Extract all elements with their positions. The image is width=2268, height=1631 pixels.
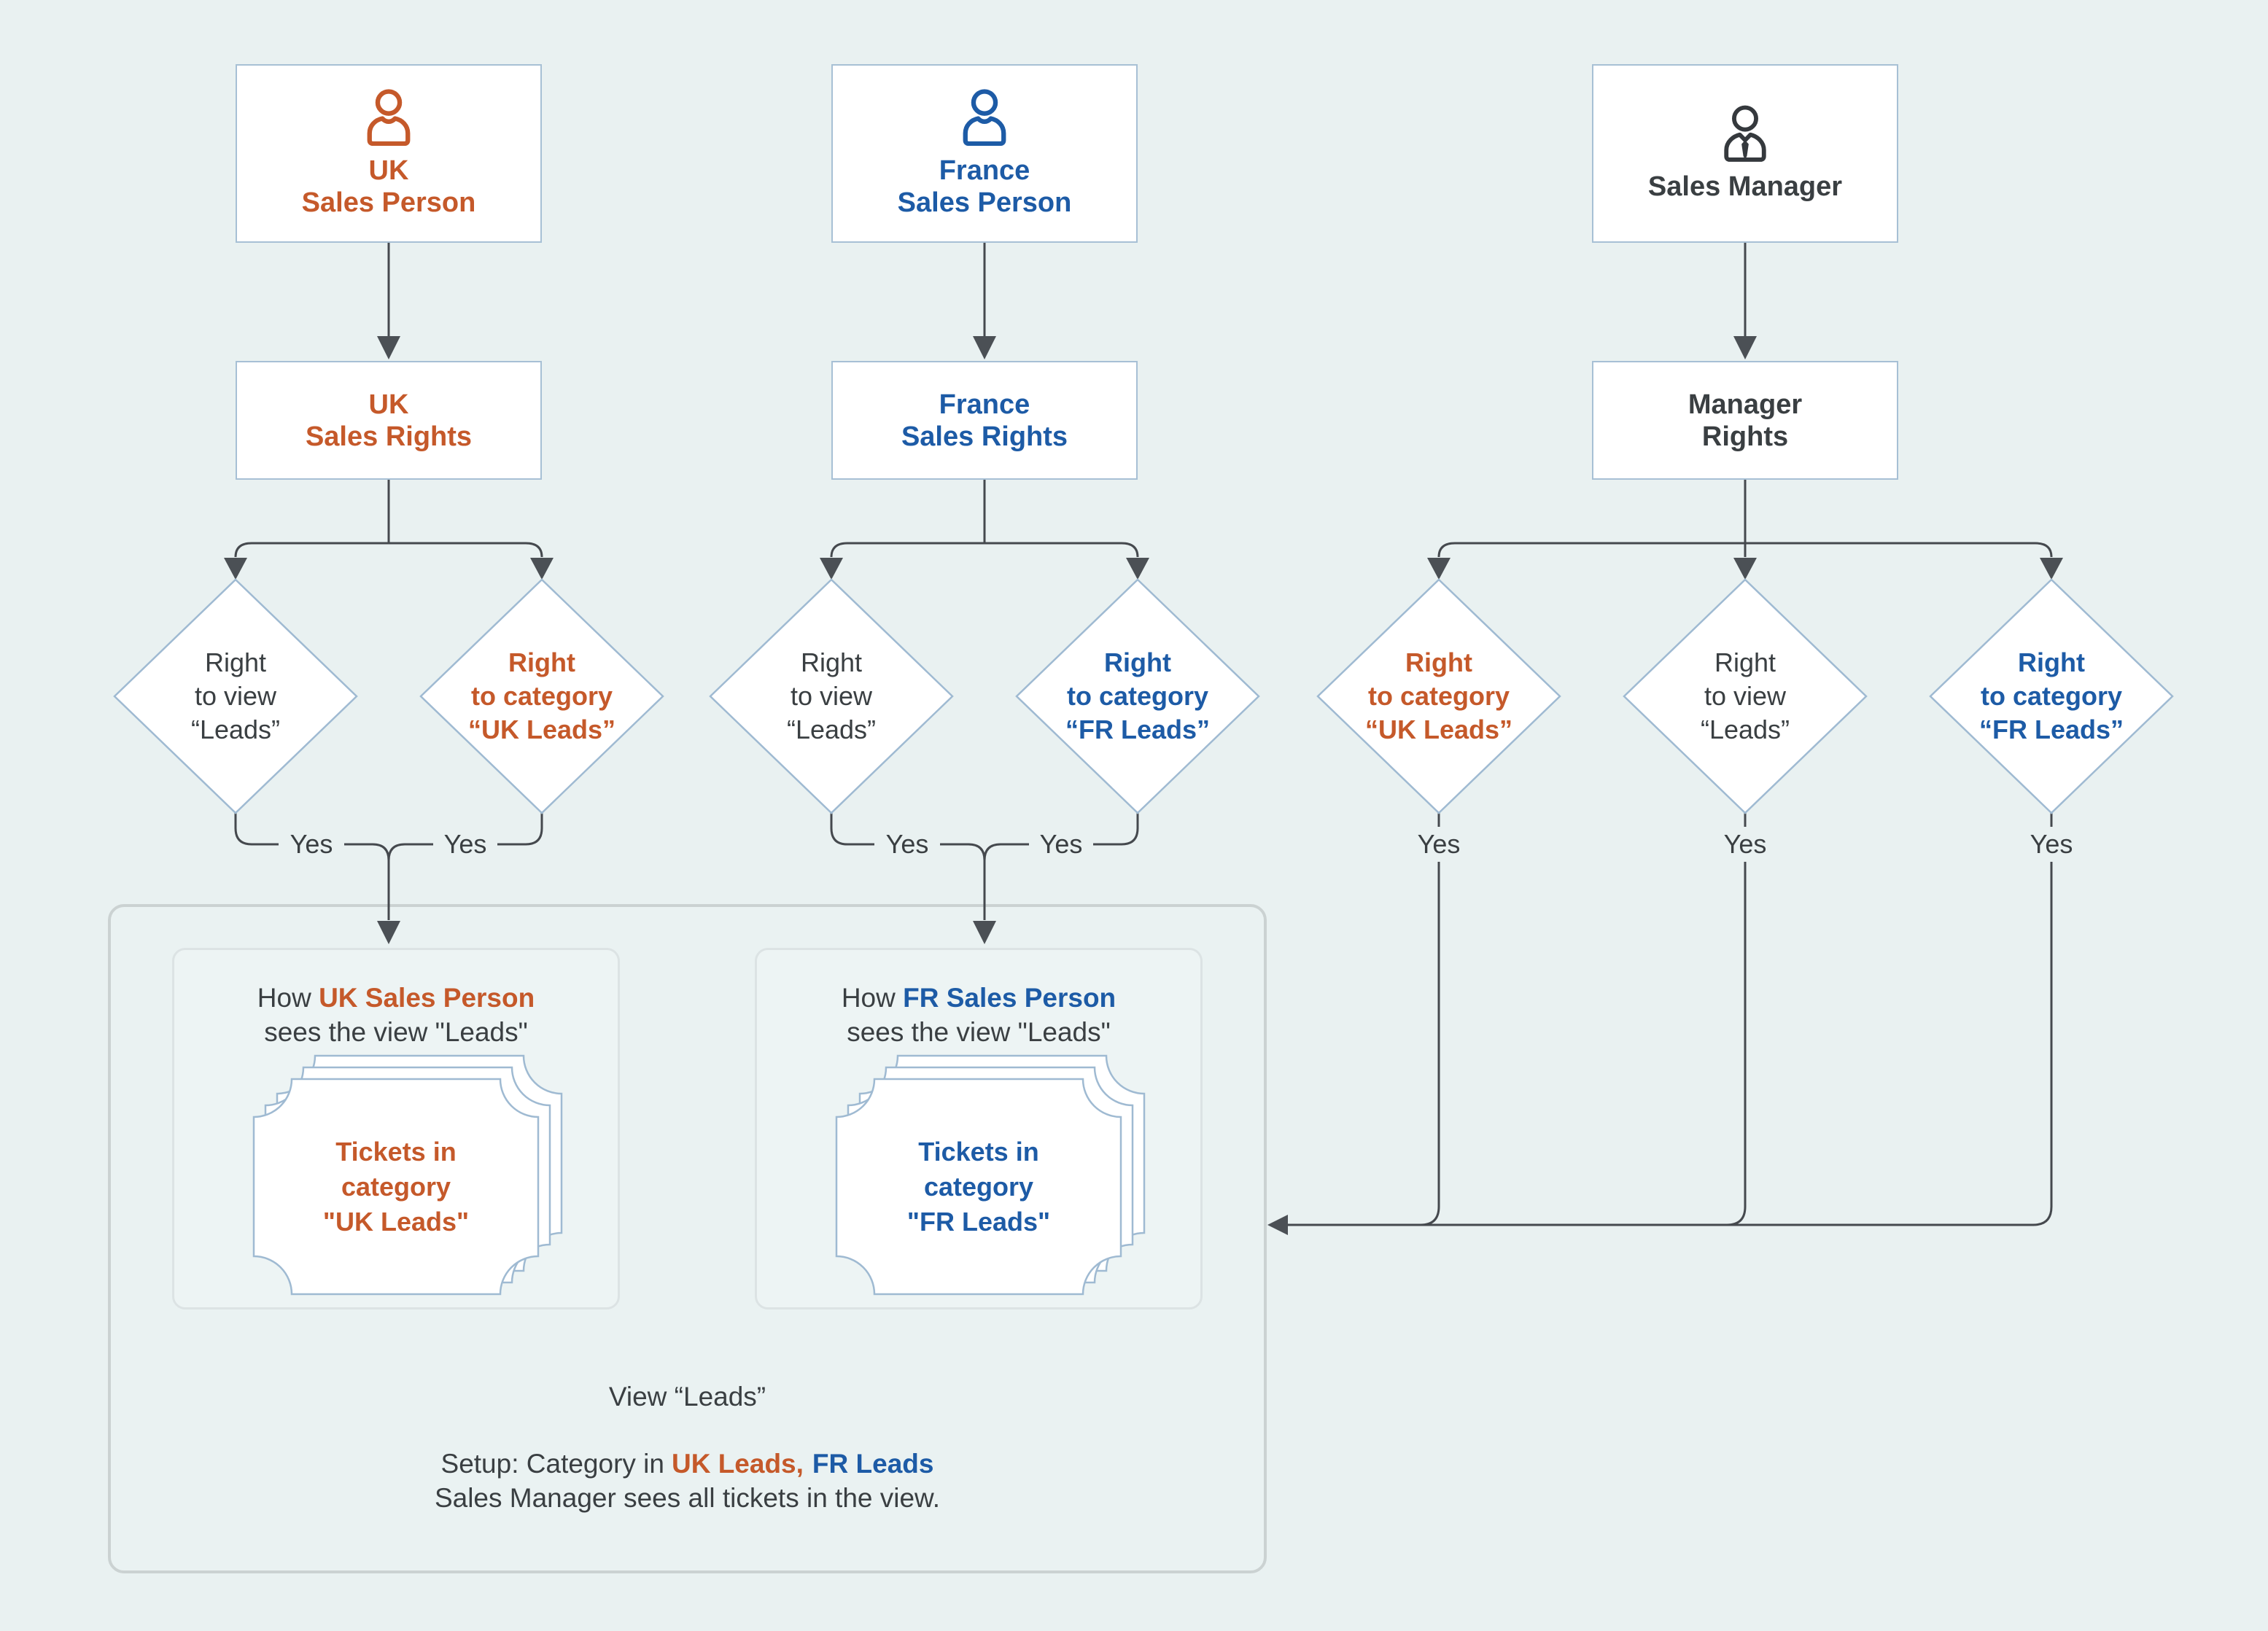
uk-sales-rights-node: UK Sales Rights [236, 361, 542, 480]
yes-label: Yes [443, 829, 487, 859]
node-label: Manager Rights [1688, 389, 1803, 452]
yes-label: Yes [1039, 829, 1083, 859]
france-sales-rights-node: France Sales Rights [831, 361, 1138, 480]
person-icon [963, 88, 1006, 146]
manager-note: Sales Manager sees all tickets in the vi… [434, 1483, 941, 1513]
yes-label: Yes [1723, 829, 1767, 859]
node-label: France Sales Person [897, 155, 1072, 218]
manager-rights-node: Manager Rights [1592, 361, 1898, 480]
yes-label: Yes [290, 829, 333, 859]
uk-panel-title: How UK Sales Person sees the view "Leads… [257, 983, 535, 1047]
manager-icon [1724, 105, 1766, 162]
fr-panel-title: How FR Sales Person sees the view "Leads… [841, 983, 1116, 1047]
node-label: Sales Manager [1647, 171, 1843, 202]
yes-label: Yes [885, 829, 929, 859]
decision-diamonds [113, 578, 2174, 814]
france-sales-person-node: France Sales Person [831, 64, 1138, 243]
person-icon [367, 88, 411, 146]
sales-manager-node: Sales Manager [1592, 64, 1898, 243]
node-label: UK Sales Rights [305, 389, 473, 452]
arrowheads [224, 336, 2063, 1235]
view-leads-title: View “Leads” [608, 1382, 766, 1412]
ticket-stacks [252, 1054, 1146, 1296]
yes-label: Yes [2030, 829, 2073, 859]
node-label: UK Sales Person [301, 155, 476, 218]
node-label: France Sales Rights [901, 389, 1068, 452]
uk-sales-person-node: UK Sales Person [236, 64, 542, 243]
yes-label: Yes [1417, 829, 1461, 859]
